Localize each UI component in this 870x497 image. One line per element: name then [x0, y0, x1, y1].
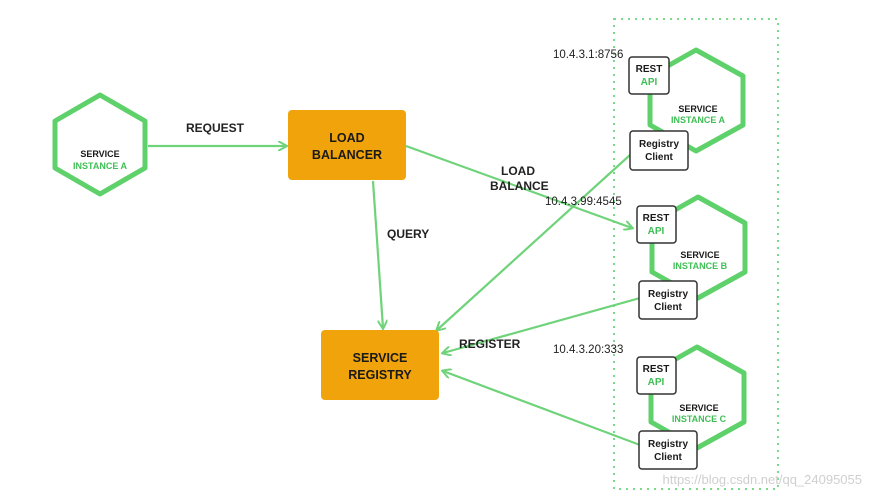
- instance-a-name-label: INSTANCE A: [671, 115, 726, 125]
- instances-container: [613, 18, 779, 490]
- ip-label-a: 10.4.3.1:8756: [553, 49, 623, 61]
- registry-client-box-b: Registry Client: [638, 280, 698, 320]
- service-instance-a: SERVICE INSTANCE A REST API Registry Cli…: [628, 47, 746, 171]
- register-edge-a: [437, 154, 631, 330]
- registry-line1: SERVICE: [353, 351, 408, 365]
- request-label: REQUEST: [186, 121, 245, 135]
- load-balance-label-1: LOAD: [501, 164, 535, 178]
- rest-api-box-a: REST API: [628, 56, 670, 95]
- load-balancer-box: LOAD BALANCER: [288, 110, 406, 180]
- registry-client-label-a-1: Registry: [639, 139, 679, 150]
- rest-api-box-b: REST API: [636, 205, 677, 244]
- instance-b-name-label: INSTANCE B: [673, 261, 728, 271]
- rest-label-a: REST: [636, 64, 663, 75]
- instance-c-service-label: SERVICE: [679, 403, 718, 413]
- service-instance-c: SERVICE INSTANCE C REST API Registry Cli…: [636, 344, 747, 470]
- instance-a-service-label: SERVICE: [678, 104, 717, 114]
- register-label: REGISTER: [459, 337, 521, 351]
- query-edge: [371, 180, 383, 328]
- query-label: QUERY: [387, 227, 429, 241]
- register-edge-b: [443, 296, 641, 353]
- ip-label-b: 10.4.3.99:4545: [545, 196, 622, 208]
- rest-label-b: REST: [643, 213, 670, 224]
- api-label-b: API: [648, 226, 665, 237]
- api-label-a: API: [641, 77, 658, 88]
- registry-client-label-b-2: Client: [654, 302, 682, 313]
- instance-c-name-label: INSTANCE C: [672, 414, 727, 424]
- registry-client-label-c-2: Client: [654, 452, 682, 463]
- load-balancer-line2: BALANCER: [312, 148, 382, 162]
- register-edge-c: [443, 371, 641, 447]
- api-label-c: API: [648, 377, 665, 388]
- service-instance-b: SERVICE INSTANCE B REST API Registry Cli…: [636, 194, 748, 320]
- client-instance-label: INSTANCE A: [73, 161, 128, 171]
- registry-client-label-a-2: Client: [645, 152, 673, 163]
- service-registry-box: SERVICE REGISTRY: [321, 330, 439, 400]
- instance-b-service-label: SERVICE: [680, 250, 719, 260]
- rest-label-c: REST: [643, 364, 670, 375]
- registry-line2: REGISTRY: [348, 368, 412, 382]
- rest-api-box-c: REST API: [636, 356, 677, 395]
- registry-client-box-c: Registry Client: [638, 430, 698, 470]
- watermark: https://blog.csdn.net/qq_24095055: [663, 472, 863, 487]
- ip-label-c: 10.4.3.20:333: [553, 344, 623, 356]
- load-balance-label-2: BALANCE: [490, 179, 549, 193]
- registry-client-label-c-1: Registry: [648, 439, 688, 450]
- client-service-label: SERVICE: [80, 149, 119, 159]
- client-service-hexagon: SERVICE INSTANCE A: [52, 92, 148, 197]
- registry-client-box-a: Registry Client: [629, 130, 689, 171]
- registry-client-label-b-1: Registry: [648, 289, 688, 300]
- load-balancer-line1: LOAD: [329, 131, 364, 145]
- load-balance-edge: [405, 144, 632, 228]
